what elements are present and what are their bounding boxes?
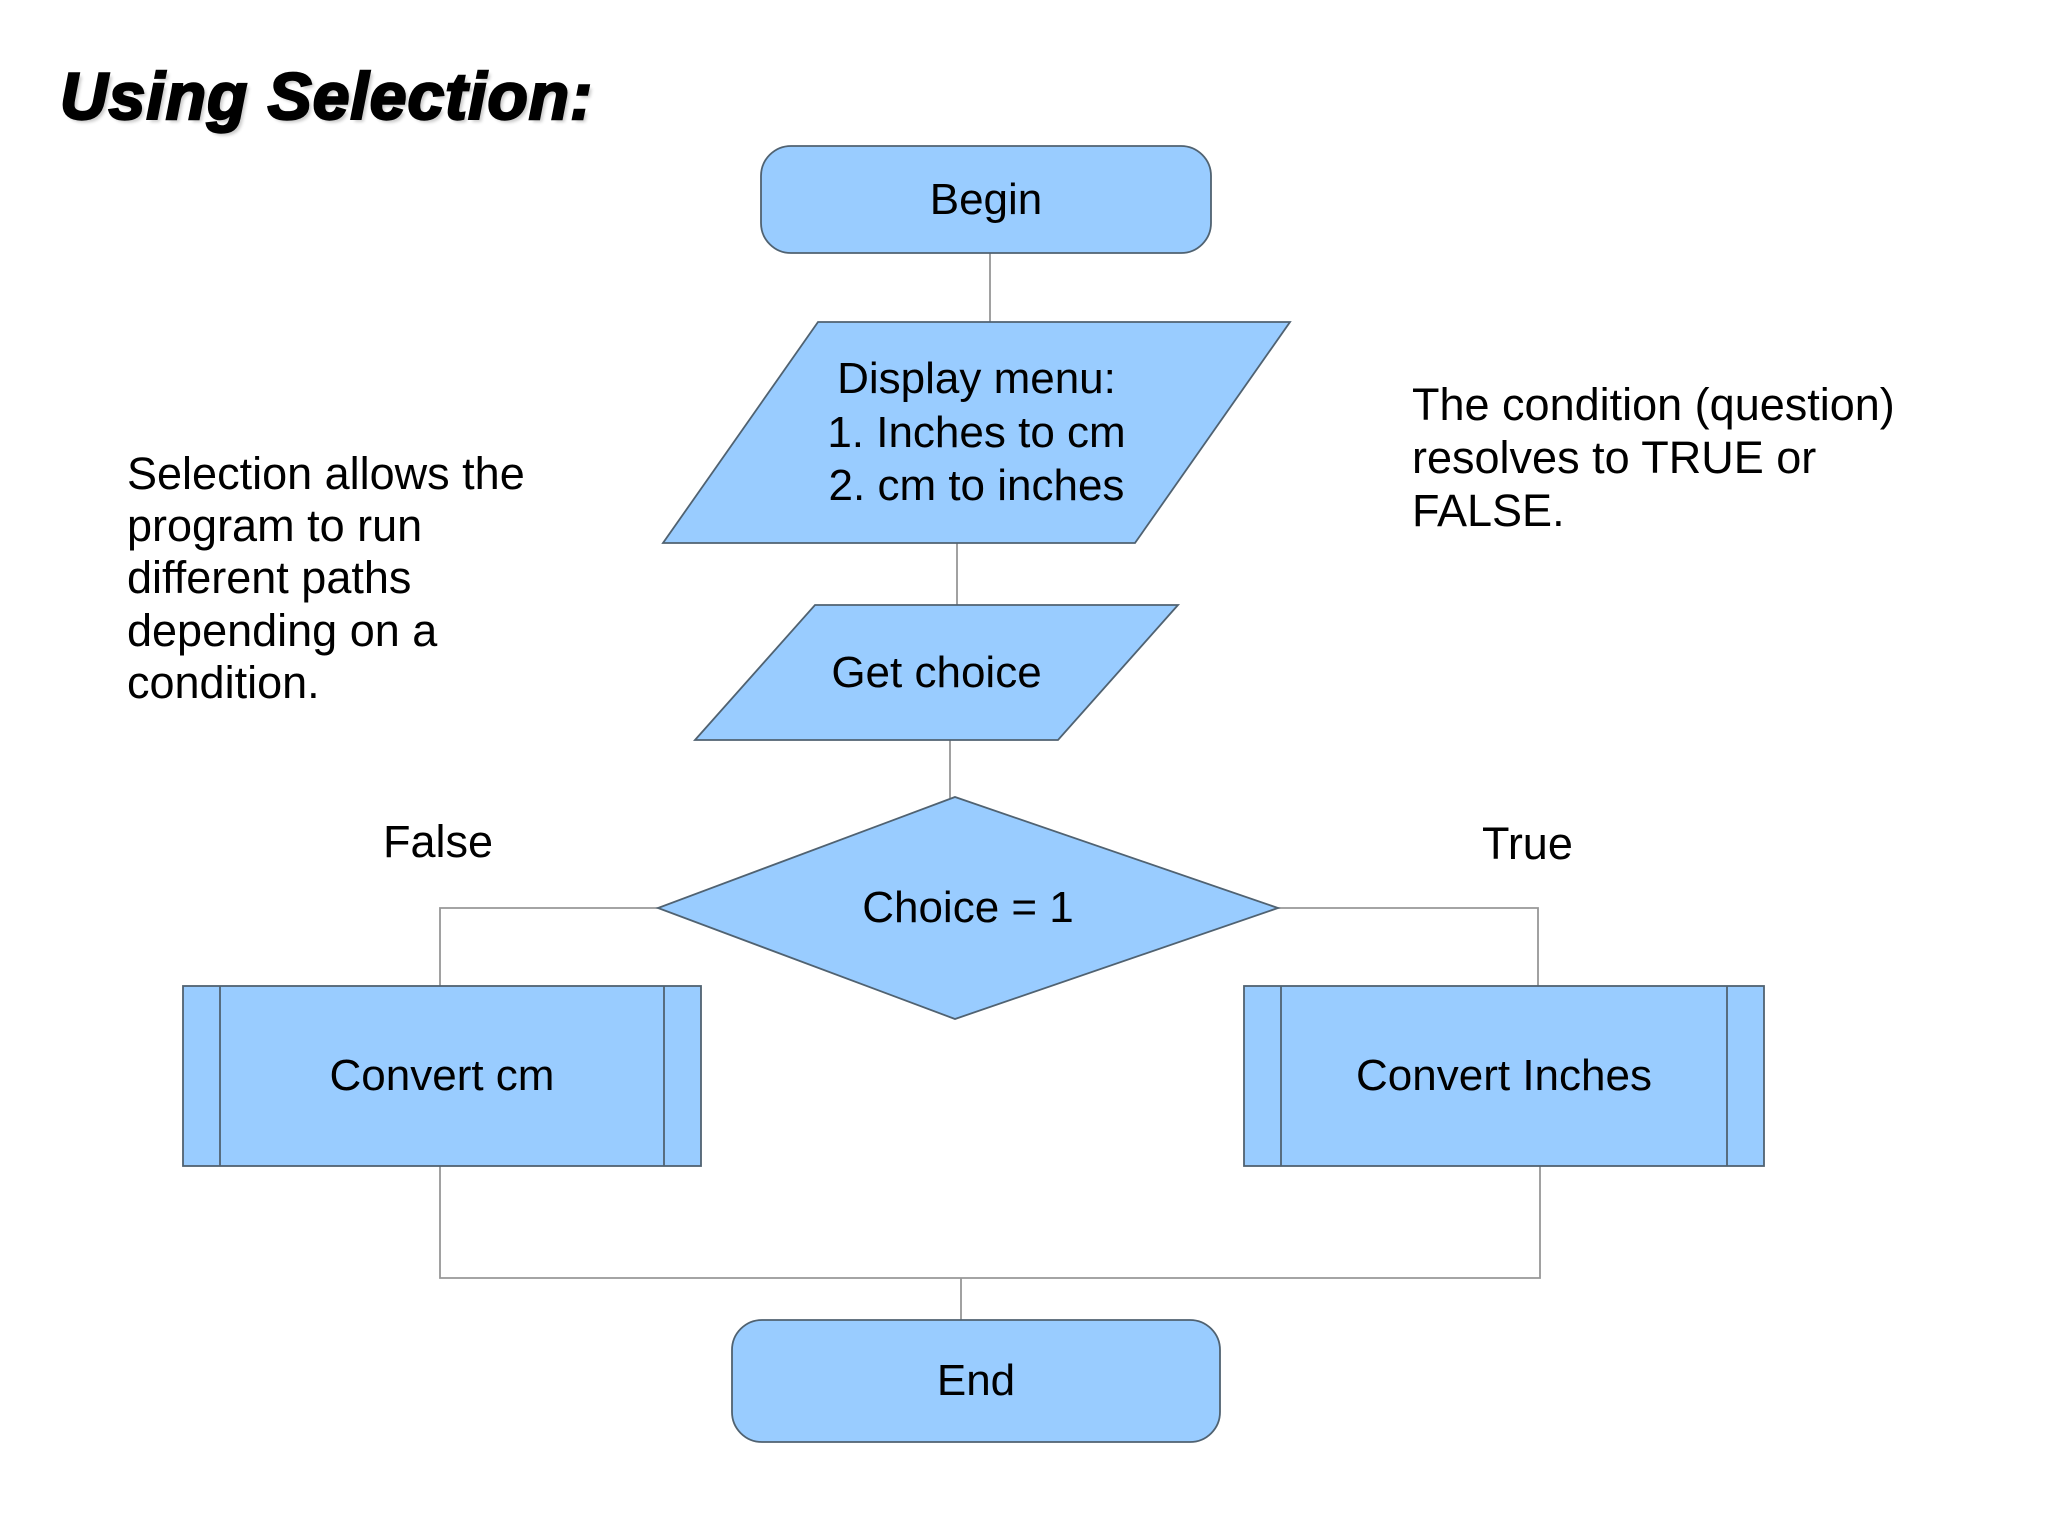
connector-merge [439,1165,1541,1279]
node-choice-decision-diamond [655,796,1281,1020]
node-end-terminator [731,1319,1221,1443]
convert-cm-box [182,985,702,1167]
true-branch-label: True [1482,818,1573,869]
right-note-text: The condition (question) resolves to TRU… [1412,379,1895,537]
node-convert-cm-predefined-process [182,985,702,1167]
connector-lines [439,253,1541,1322]
node-get-choice-parallelogram [692,604,1181,741]
node-display-menu-parallelogram [661,321,1292,544]
connector-false-branch [439,907,658,987]
convert-inches-box [1243,985,1765,1167]
slide-title: Using Selection: [59,58,594,134]
node-begin-terminator [760,145,1212,254]
connector-true-branch [1278,907,1539,987]
false-branch-label: False [383,816,494,867]
node-convert-inches-predefined-process [1243,985,1765,1167]
left-note-text: Selection allows the program to run diff… [127,448,525,708]
